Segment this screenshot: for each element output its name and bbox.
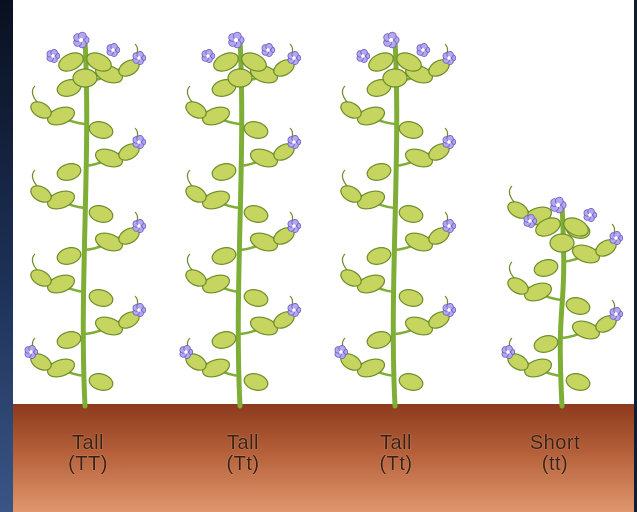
plant-1 bbox=[25, 32, 146, 406]
plant-3-genotype: (Tt) bbox=[336, 454, 456, 475]
plant-3-label: Tall (Tt) bbox=[336, 433, 456, 475]
plant-4-genotype: (tt) bbox=[495, 454, 615, 475]
flower-icon bbox=[443, 135, 456, 148]
flower-icon bbox=[288, 135, 301, 148]
flower-icon bbox=[133, 51, 146, 64]
plant-2 bbox=[180, 32, 301, 406]
plant-3-name: Tall bbox=[336, 433, 456, 454]
flower-icon bbox=[288, 219, 301, 232]
plant-1-label: Tall (TT) bbox=[28, 433, 148, 475]
flower-icon bbox=[107, 43, 120, 56]
plant-1-name: Tall bbox=[28, 433, 148, 454]
plant-4-label: Short (tt) bbox=[495, 433, 615, 475]
flower-icon bbox=[357, 49, 370, 62]
plant-4 bbox=[502, 186, 623, 406]
flower-icon bbox=[262, 43, 275, 56]
plant-2-name: Tall bbox=[183, 433, 303, 454]
flower-icon bbox=[133, 303, 146, 316]
plant-3 bbox=[335, 32, 456, 406]
plant-1-genotype: (TT) bbox=[28, 454, 148, 475]
plant-2-genotype: (Tt) bbox=[183, 454, 303, 475]
flower-icon bbox=[288, 51, 301, 64]
flower-icon bbox=[610, 231, 623, 244]
flower-icon bbox=[610, 307, 623, 320]
flower-icon bbox=[443, 219, 456, 232]
flower-icon bbox=[288, 303, 301, 316]
flower-icon bbox=[443, 51, 456, 64]
flower-icon bbox=[133, 135, 146, 148]
flower-icon bbox=[584, 208, 597, 221]
flower-icon bbox=[202, 49, 215, 62]
flower-icon bbox=[443, 303, 456, 316]
plant-2-label: Tall (Tt) bbox=[183, 433, 303, 475]
flower-icon bbox=[47, 49, 60, 62]
plant-4-name: Short bbox=[495, 433, 615, 454]
flower-icon bbox=[133, 219, 146, 232]
flower-icon bbox=[417, 43, 430, 56]
